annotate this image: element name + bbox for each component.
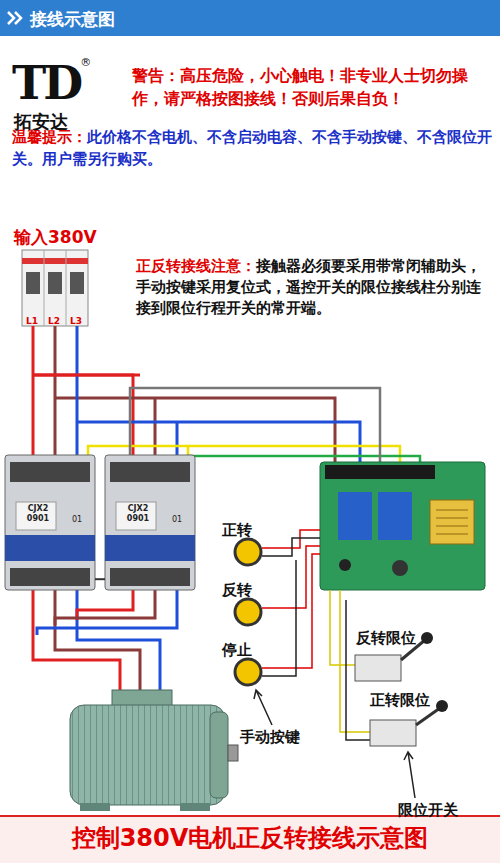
contact-mark: 01 <box>172 515 182 524</box>
text-block: 01 <box>72 507 88 526</box>
connector <box>95 578 105 580</box>
switch-label: 正转限位 <box>370 691 430 709</box>
text-block: 正反转接线注意：接触器必须要采用带常闭辅助头，手动按键采用复位式，遥控开关的限位… <box>136 256 492 319</box>
header-bar <box>0 0 500 36</box>
text-block: TD® <box>12 56 122 110</box>
note-heading: 正反转接线注意： <box>136 258 256 274</box>
motor <box>70 690 238 811</box>
button-label: 正转 <box>222 521 252 539</box>
switch-group-label: 限位开关 <box>398 801 458 819</box>
button-label: 停止 <box>222 641 252 659</box>
button-label: 反转 <box>222 581 252 599</box>
circuit-breaker <box>22 250 88 326</box>
text-block: 正转限位 <box>370 690 450 710</box>
text-block: L3 <box>70 309 86 328</box>
push-button <box>235 539 261 685</box>
diagram-title: 控制380V电机正反转接线示意图 <box>0 822 500 854</box>
text-block: 手动按键 <box>240 727 320 747</box>
contactor-box: CJX2 0901 <box>105 455 195 590</box>
contactor-box: CJX2 0901 <box>5 455 95 590</box>
text-block: 温馨提示：此价格不含电机、不含启动电容、不含手动按键、不含限位开关。用户需另行购… <box>12 126 494 170</box>
text-block: L1 <box>26 309 42 328</box>
tip-prefix: 温馨提示： <box>12 128 87 146</box>
registered-mark: ® <box>80 56 91 69</box>
phase-label: L2 <box>48 316 60 326</box>
limit-switch <box>355 632 448 746</box>
model-label: CJX2 0901 <box>117 504 159 524</box>
chevron-icon <box>8 12 21 24</box>
text-block: 接线示意图 <box>30 8 230 31</box>
title-band <box>0 816 500 863</box>
text-block: 输入380V <box>14 226 134 249</box>
model-label: CJX2 0901 <box>17 504 59 524</box>
header-title: 接线示意图 <box>30 9 115 29</box>
text-block: 反转限位 <box>356 628 436 648</box>
leader-line <box>404 752 415 798</box>
phase-label: L1 <box>26 316 38 326</box>
leader-line <box>254 690 272 725</box>
text-block: 停止 <box>222 640 262 660</box>
logo-mark: TD <box>12 56 80 110</box>
contact-mark: 01 <box>72 515 82 524</box>
text-block: 反转 <box>222 580 262 600</box>
text-block: 正转 <box>222 520 262 540</box>
text-block: 限位开关 <box>398 800 478 820</box>
text-block: 警告：高压危险，小心触电！非专业人士切勿操作，请严格按图接线！否则后果自负！ <box>132 64 490 110</box>
warning-note: 警告：高压危险，小心触电！非专业人士切勿操作，请严格按图接线！否则后果自负！ <box>132 66 468 108</box>
switch-label: 反转限位 <box>356 629 416 647</box>
text-block: 01 <box>172 507 188 526</box>
remote-control-board <box>320 462 485 590</box>
text-block: L2 <box>48 309 64 328</box>
contactor <box>5 455 195 590</box>
phase-label: L3 <box>70 316 82 326</box>
button-wire <box>262 530 370 740</box>
input-voltage: 输入380V <box>14 227 97 247</box>
button-group-label: 手动按键 <box>240 728 300 746</box>
